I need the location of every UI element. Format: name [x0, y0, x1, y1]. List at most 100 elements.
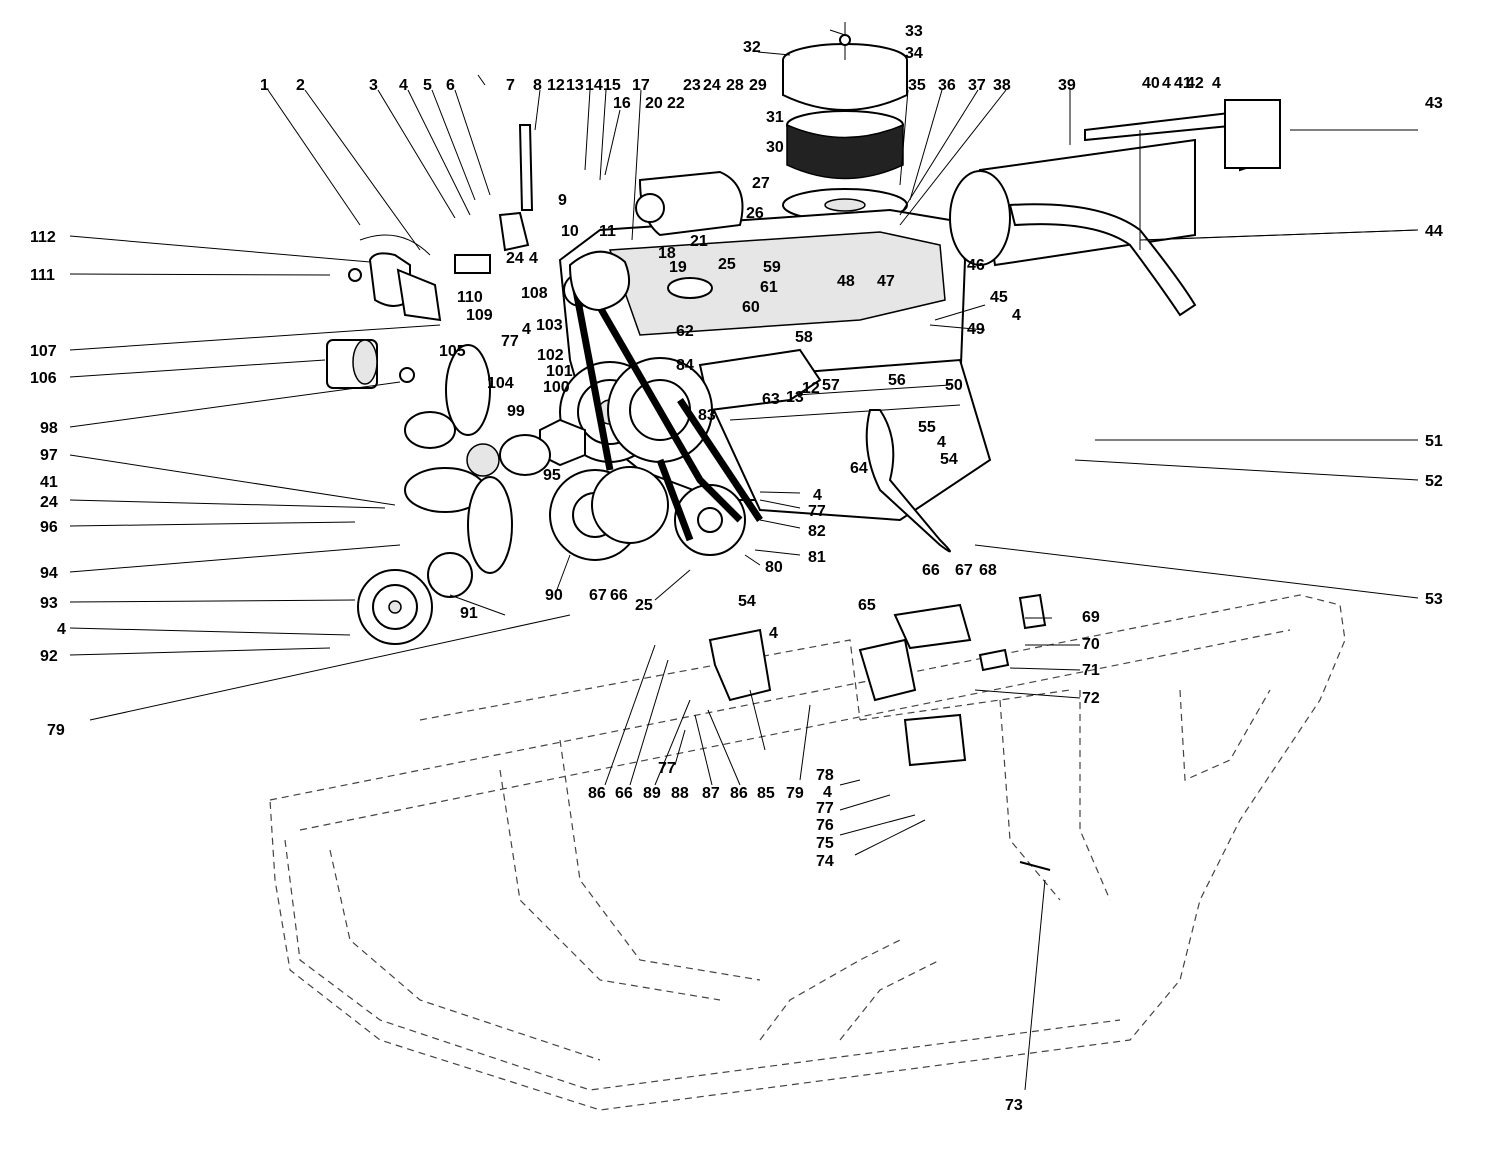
callout-42: 42: [1186, 75, 1204, 92]
callout-38: 38: [993, 77, 1011, 94]
callout-37: 37: [968, 77, 986, 94]
callout-4-d: 4: [529, 250, 538, 267]
callout-19: 19: [669, 259, 687, 276]
callout-110: 110: [457, 289, 483, 306]
callout-58: 58: [795, 329, 813, 346]
callout-93: 93: [40, 595, 58, 612]
callout-4-j: 4: [769, 625, 778, 642]
callout-83: 83: [698, 407, 716, 424]
callout-66: 66: [610, 587, 628, 604]
callout-36: 36: [938, 77, 956, 94]
callout-76: 76: [816, 817, 834, 834]
callout-90: 90: [545, 587, 563, 604]
callout-102: 102: [537, 347, 564, 364]
callout-59: 59: [763, 259, 781, 276]
callout-94: 94: [40, 565, 58, 582]
callout-4-g: 4: [937, 434, 946, 451]
callout-54: 54: [940, 451, 958, 468]
callout-10: 10: [561, 223, 579, 240]
callout-31: 31: [766, 109, 784, 126]
callout-85: 85: [757, 785, 775, 802]
callout-9: 9: [558, 192, 567, 209]
callout-4-i: 4: [57, 621, 66, 638]
callout-53: 53: [1425, 591, 1443, 608]
callout-4-k: 4: [823, 784, 832, 801]
callout-7: 7: [506, 77, 515, 94]
callout-21: 21: [690, 233, 708, 250]
callout-4-f: 4: [522, 321, 531, 338]
callout-46: 46: [967, 257, 985, 274]
engine-mounts: [708, 593, 1051, 871]
callout-60: 60: [742, 299, 760, 316]
callout-84: 84: [676, 357, 694, 374]
callout-13: 13: [566, 77, 584, 94]
callout-44: 44: [1425, 223, 1443, 240]
callout-66-b: 66: [922, 562, 940, 579]
callout-24: 24: [703, 77, 721, 94]
callout-79-b: 79: [786, 785, 804, 802]
callout-18: 18: [658, 245, 676, 262]
callout-89: 89: [643, 785, 661, 802]
callout-77-c: 77: [658, 760, 676, 777]
callout-23: 23: [683, 77, 701, 94]
muffler-exhaust: [949, 99, 1281, 317]
callout-4-c: 4: [1212, 75, 1221, 92]
callout-25: 25: [718, 256, 736, 273]
air-cleaner: [782, 22, 908, 222]
callout-97: 97: [40, 447, 58, 464]
callout-81: 81: [808, 549, 826, 566]
leader-lines: [69, 29, 1419, 1091]
callout-41-b: 41: [40, 474, 58, 491]
callout-56: 56: [888, 372, 906, 389]
pulleys-belts: [539, 250, 763, 561]
callout-112: 112: [30, 229, 56, 246]
callout-3: 3: [369, 77, 378, 94]
callout-34: 34: [905, 45, 923, 62]
callout-104: 104: [487, 375, 514, 392]
callout-99: 99: [507, 403, 525, 420]
callout-101: 101: [546, 363, 573, 380]
callout-100: 100: [543, 379, 570, 396]
starter-motor: [635, 170, 744, 237]
callout-77-b: 77: [808, 503, 826, 520]
fan: [404, 344, 551, 574]
callout-69: 69: [1082, 609, 1100, 626]
callout-28: 28: [726, 77, 744, 94]
callout-8: 8: [533, 77, 542, 94]
callout-1: 1: [260, 77, 269, 94]
callout-92: 92: [40, 648, 58, 665]
callout-70: 70: [1082, 636, 1100, 653]
callout-48: 48: [837, 273, 855, 290]
callout-24-c: 24: [40, 494, 58, 511]
callout-57: 57: [822, 377, 840, 394]
water-pump-pulley: [357, 552, 473, 645]
callout-64: 64: [850, 460, 868, 477]
callout-43: 43: [1425, 95, 1443, 112]
callout-32: 32: [743, 39, 761, 56]
callout-47: 47: [877, 273, 895, 290]
callout-91: 91: [460, 605, 478, 622]
callout-5: 5: [423, 77, 432, 94]
callout-103: 103: [536, 317, 563, 334]
callout-77: 77: [501, 333, 519, 350]
callout-27: 27: [752, 175, 770, 192]
callout-65: 65: [858, 597, 876, 614]
callout-67-b: 67: [955, 562, 973, 579]
callout-95: 95: [543, 467, 561, 484]
callout-4: 4: [399, 77, 408, 94]
callout-86-b: 86: [730, 785, 748, 802]
callout-62: 62: [676, 323, 694, 340]
callout-35: 35: [908, 77, 926, 94]
callout-88: 88: [671, 785, 689, 802]
callout-12: 12: [547, 77, 565, 94]
callout-50: 50: [945, 377, 963, 394]
callout-4-e: 4: [1012, 307, 1021, 324]
callout-108: 108: [521, 285, 548, 302]
fuel-pump-filter: [348, 124, 534, 322]
callout-77-d: 77: [816, 800, 834, 817]
callout-33: 33: [905, 23, 923, 40]
callout-2: 2: [296, 77, 305, 94]
callout-109: 109: [466, 307, 493, 324]
callout-4-h: 4: [813, 487, 822, 504]
callout-22: 22: [667, 95, 685, 112]
